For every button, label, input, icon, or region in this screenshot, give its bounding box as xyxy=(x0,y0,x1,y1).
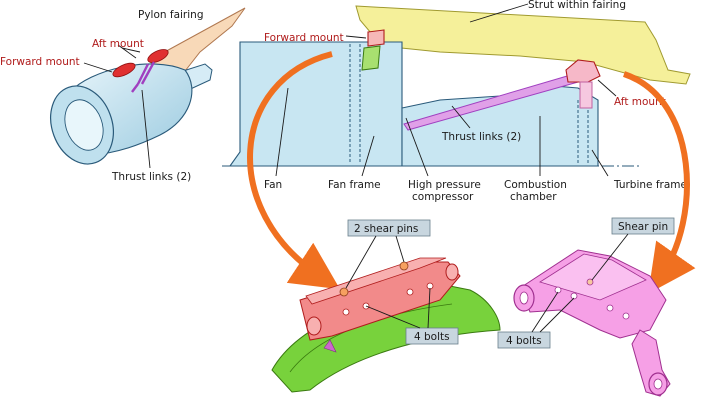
forward-mount-thumb xyxy=(112,62,136,78)
label-pylon-fairing: Pylon fairing xyxy=(138,9,203,21)
lug-right xyxy=(445,263,459,281)
bolt-hole-3 xyxy=(406,288,414,296)
label-hp-compressor-1: High pressure xyxy=(408,179,481,191)
shear-pin-2 xyxy=(399,261,409,271)
label-4-bolts-right: 4 bolts xyxy=(506,335,542,347)
label-aft-mount-thumb: Aft mount xyxy=(92,38,144,50)
leader-aft-thumb xyxy=(117,44,137,59)
forward-mount-part xyxy=(367,29,385,47)
bolt-hole-1 xyxy=(342,308,350,316)
forward-mount-green xyxy=(361,45,381,71)
label-thrust-links-thumb: Thrust links (2) xyxy=(111,171,191,183)
forward-mount-detail xyxy=(271,257,501,393)
label-4-bolts-left: 4 bolts xyxy=(414,331,450,343)
aft-bolt-1 xyxy=(554,286,562,294)
label-shear-pin: Shear pin xyxy=(618,221,668,233)
link-stub xyxy=(323,339,337,353)
leader-thrust-thumb xyxy=(141,89,151,169)
leader-aft-mount xyxy=(597,79,617,97)
label-turbine-frame: Turbine frame xyxy=(613,179,687,191)
arrow-to-aft-mount xyxy=(623,71,696,294)
label-aft-mount: Aft mount xyxy=(614,96,666,108)
leader-pylon xyxy=(121,47,141,53)
leader-thrust-links xyxy=(451,105,471,129)
label-combustion-2: chamber xyxy=(510,191,557,203)
leader-shear-pin-b xyxy=(395,235,405,263)
aft-bolt-4 xyxy=(622,312,630,320)
arrow-to-forward-mount xyxy=(247,51,341,290)
aft-lug-left-hole xyxy=(519,291,529,305)
leader-strut xyxy=(469,3,529,23)
box-4-bolts-right xyxy=(497,331,551,349)
leader-fan-frame xyxy=(361,135,375,177)
label-2-shear-pins: 2 shear pins xyxy=(354,223,418,235)
lug-left xyxy=(306,316,322,336)
leader-fan xyxy=(275,87,289,177)
nacelle-inner xyxy=(64,99,104,151)
aft-mount-part xyxy=(565,59,601,83)
aft-shear-pin xyxy=(586,278,594,286)
strut-within-fairing xyxy=(355,5,691,85)
aft-mount-top xyxy=(539,253,647,301)
engine-section xyxy=(222,41,640,167)
leader-bolts-l2 xyxy=(427,287,431,329)
label-fan-frame: Fan frame xyxy=(328,179,381,191)
leader-shear-pin-a xyxy=(345,235,377,289)
aft-lug-bottom-hole xyxy=(653,378,663,390)
aft-bolt-3 xyxy=(606,304,614,312)
label-forward-mount: Forward mount xyxy=(264,32,344,44)
leader-bolts-r1 xyxy=(531,291,559,333)
aft-mount-detail xyxy=(513,249,671,397)
leader-turbine-frame xyxy=(591,149,609,177)
label-fan: Fan xyxy=(264,179,282,191)
thrust-links-thumb xyxy=(131,61,156,93)
box-shear-pin xyxy=(611,217,675,235)
leader-forward-thumb xyxy=(83,62,113,73)
aft-mount-lug xyxy=(579,81,593,109)
leader-bolts-r2 xyxy=(539,297,575,333)
leader-shear-pin-right xyxy=(591,233,629,281)
label-thrust-links: Thrust links (2) xyxy=(441,131,521,143)
label-hp-compressor-2: compressor xyxy=(412,191,474,203)
label-combustion-1: Combustion xyxy=(504,179,567,191)
label-strut-within-fairing: Strut within fairing xyxy=(528,0,626,11)
leader-forward-mount xyxy=(345,35,367,39)
aft-bolt-2 xyxy=(570,292,578,300)
core-section xyxy=(401,85,599,167)
shear-pin-1 xyxy=(339,287,349,297)
box-2-shear-pins xyxy=(347,219,431,237)
label-forward-mount-thumb: Forward mount xyxy=(0,56,80,68)
engine-thumbnail xyxy=(50,7,246,169)
box-4-bolts-left xyxy=(405,327,459,345)
aft-mount-thumb xyxy=(147,49,169,63)
leader-hp-compressor xyxy=(405,117,429,177)
leader-bolts-l1 xyxy=(365,305,421,329)
